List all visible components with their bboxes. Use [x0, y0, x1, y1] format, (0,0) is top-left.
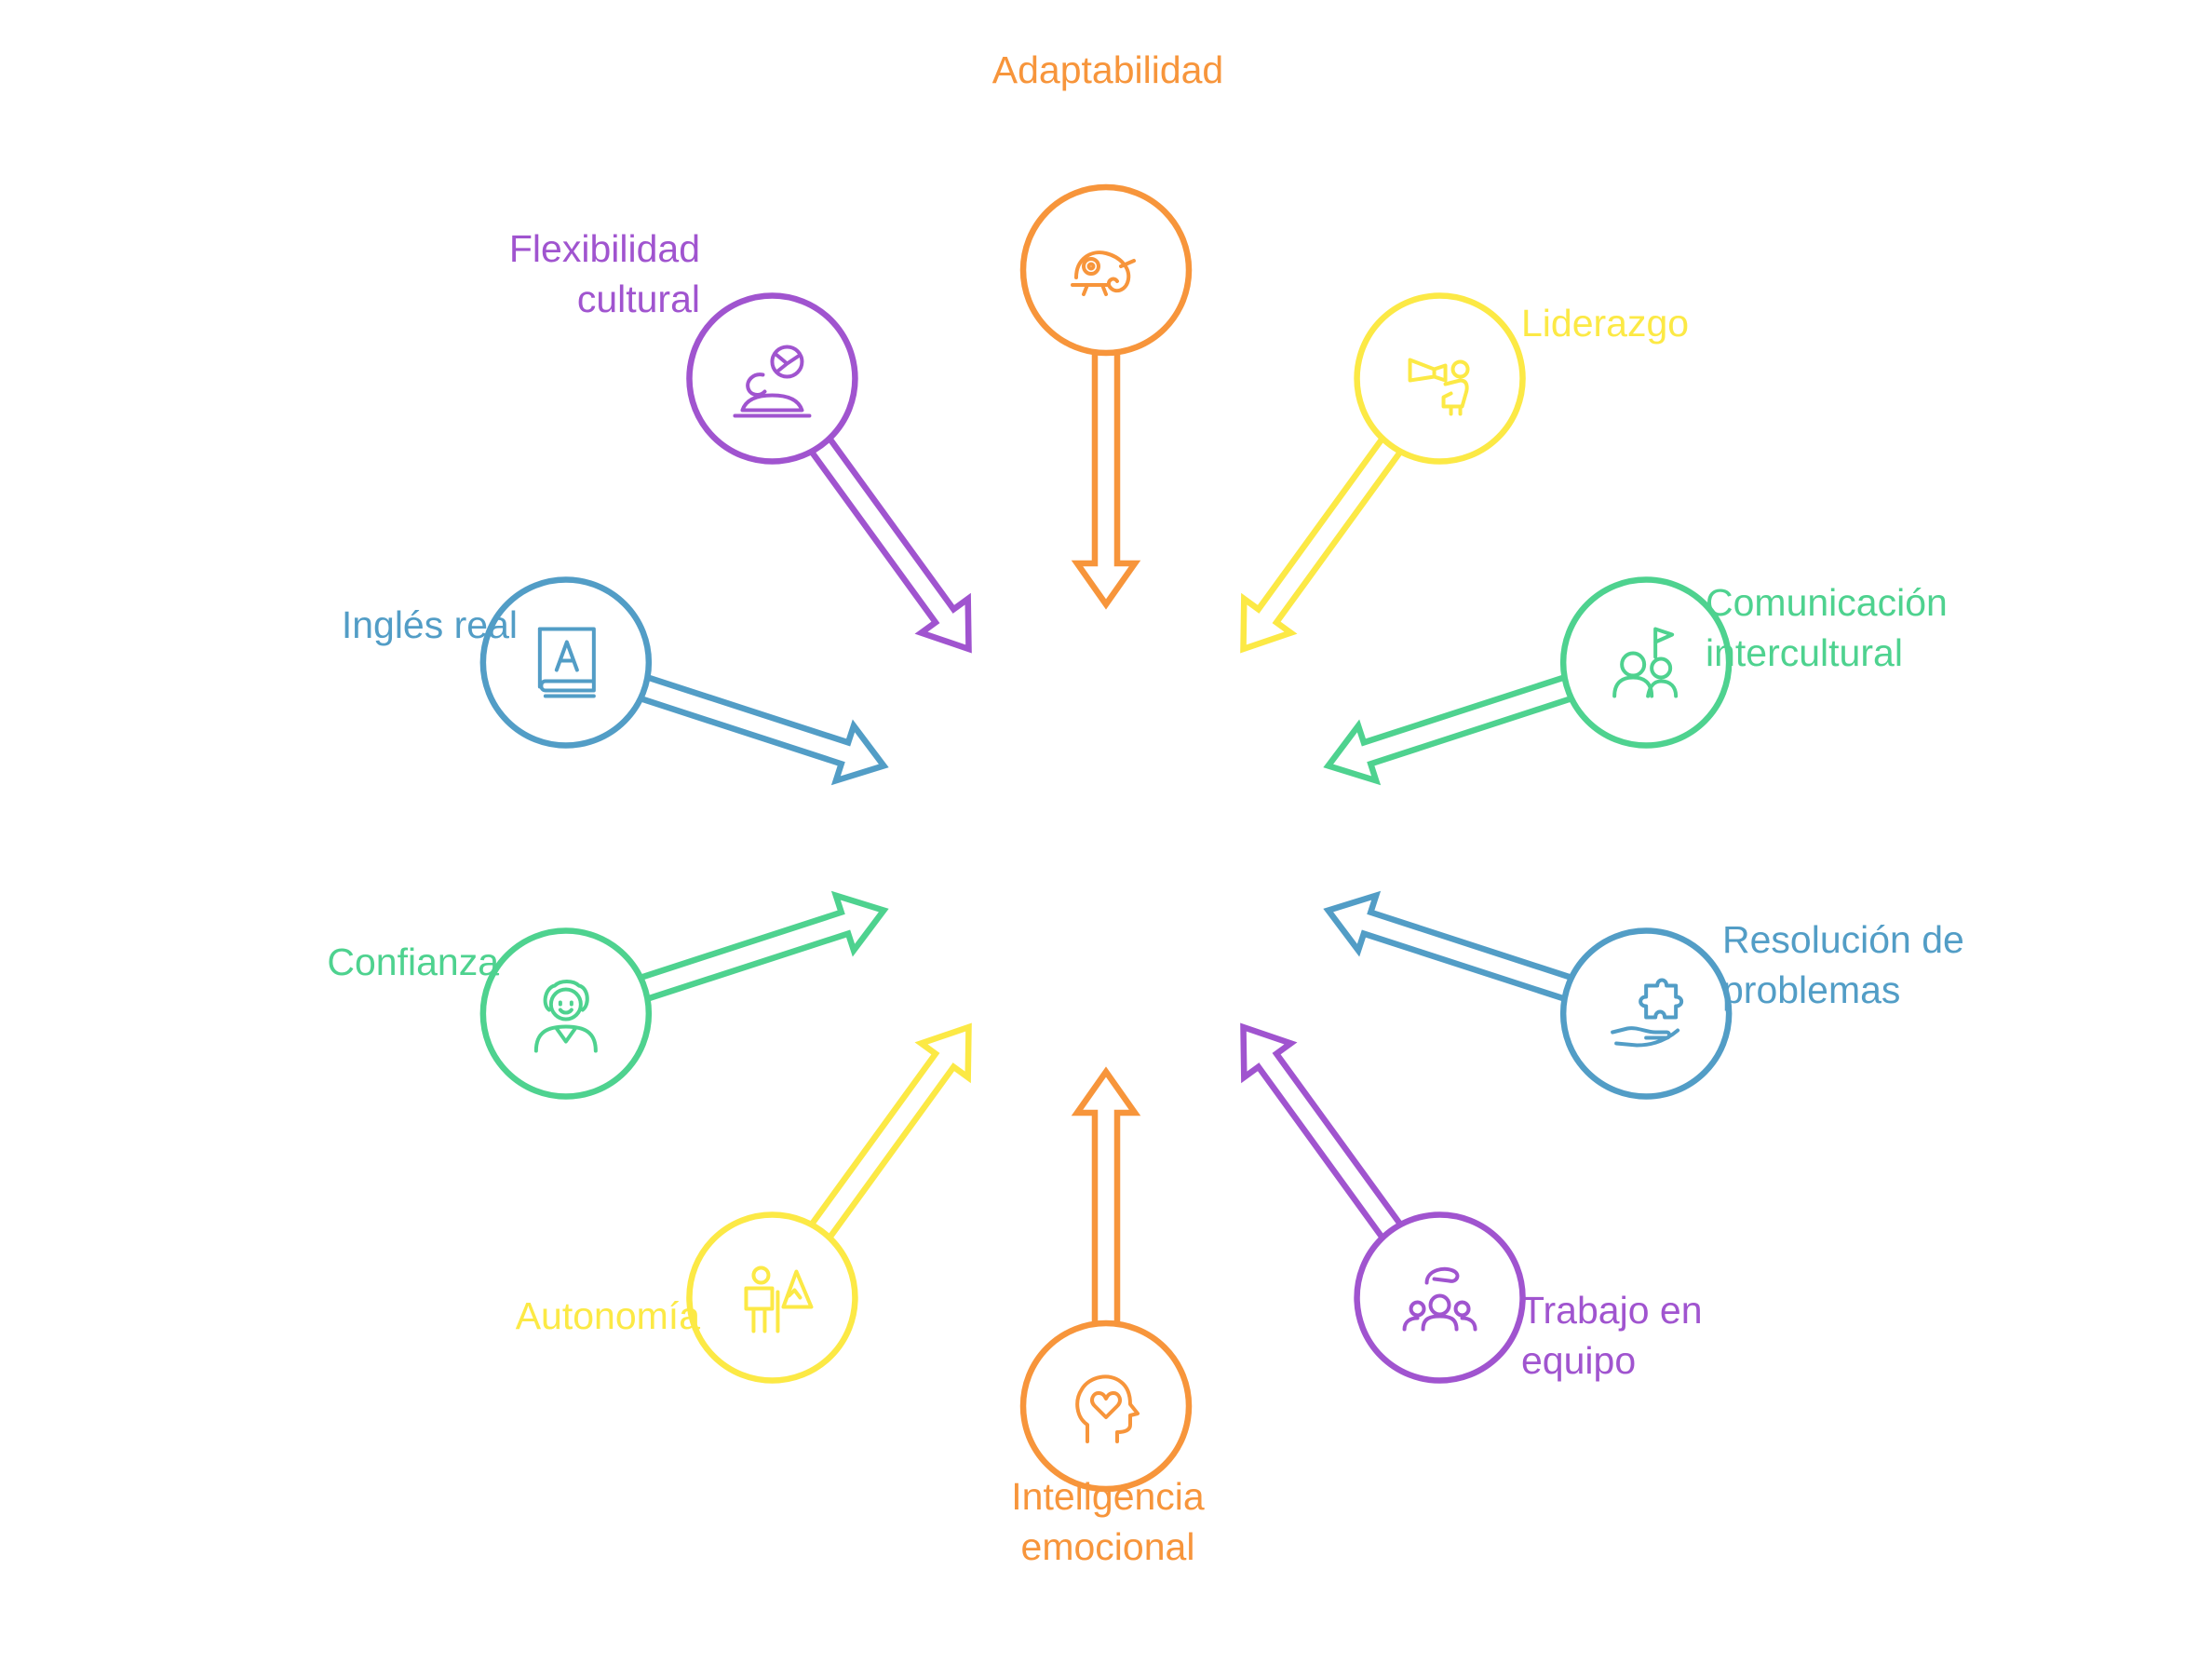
arrow-trabajo	[1240, 1022, 1403, 1239]
node-comunicacion	[1323, 576, 1733, 786]
label-line: Flexibilidad	[508, 227, 700, 270]
node-liderazgo	[1240, 292, 1526, 654]
label-line: Inglés real	[341, 603, 518, 646]
confident-person-icon	[533, 980, 598, 1053]
node-ingles	[479, 576, 889, 786]
people-flag-icon	[1612, 627, 1679, 698]
label-flexibilidad: Flexibilidad cultural	[421, 223, 700, 324]
label-line: Comunicación	[1706, 581, 1948, 624]
node-confianza	[479, 890, 889, 1100]
node-trabajo	[1240, 1022, 1526, 1384]
arrow-liderazgo	[1240, 437, 1403, 654]
label-line: cultural	[576, 277, 700, 320]
chameleon-icon	[1071, 250, 1136, 296]
label-comunicacion: Comunicación intercultural	[1706, 577, 1948, 678]
arrow-comunicacion	[1323, 674, 1572, 786]
hiker-mountain-icon	[744, 1265, 814, 1333]
label-line: Inteligencia	[1011, 1475, 1205, 1518]
node-inteligencia	[1019, 1066, 1193, 1493]
label-line: Liderazgo	[1521, 302, 1690, 345]
label-line: intercultural	[1706, 631, 1903, 674]
circle-comunicacion	[1559, 576, 1733, 749]
megaphone-person-icon	[1408, 358, 1470, 416]
label-liderazgo: Liderazgo	[1521, 298, 1689, 348]
arrow-confianza	[640, 890, 889, 1002]
arrow-ingles	[640, 674, 889, 786]
label-resolucion: Resolución de problemas	[1722, 914, 1964, 1015]
arrow-autonomia	[809, 1022, 972, 1239]
label-line: emocional	[1020, 1525, 1195, 1568]
label-ingles: Inglés real	[238, 600, 518, 650]
label-inteligencia: Inteligencia emocional	[931, 1471, 1285, 1572]
arrow-resolucion	[1323, 890, 1572, 1002]
label-line: Adaptabilidad	[991, 48, 1224, 91]
head-heart-icon	[1075, 1374, 1140, 1443]
label-line: Trabajo en	[1521, 1289, 1703, 1332]
node-resolucion	[1323, 890, 1733, 1100]
circle-flexibilidad	[686, 292, 858, 465]
label-line: Confianza	[327, 940, 499, 983]
circle-adaptabilidad	[1019, 183, 1193, 357]
arrow-flexibilidad	[809, 437, 972, 654]
label-confianza: Confianza	[220, 937, 499, 987]
label-line: Autonomía	[515, 1294, 700, 1337]
label-line: equipo	[1521, 1339, 1637, 1382]
node-adaptabilidad	[1019, 183, 1193, 610]
arrow-adaptabilidad	[1071, 353, 1141, 610]
node-autonomia	[686, 1022, 972, 1384]
circle-inteligencia	[1019, 1319, 1193, 1493]
label-autonomia: Autonomía	[421, 1291, 700, 1341]
puzzle-hand-icon	[1611, 978, 1684, 1048]
team-hand-icon	[1402, 1266, 1477, 1332]
label-line: Resolución de	[1722, 918, 1964, 961]
label-trabajo: Trabajo en equipo	[1521, 1285, 1703, 1386]
person-globe-icon	[733, 345, 812, 418]
arrow-inteligencia	[1071, 1066, 1141, 1323]
label-adaptabilidad: Adaptabilidad	[931, 45, 1285, 95]
book-letter-a-icon	[537, 627, 596, 698]
label-line: problemas	[1722, 968, 1901, 1011]
node-flexibilidad	[686, 292, 972, 654]
